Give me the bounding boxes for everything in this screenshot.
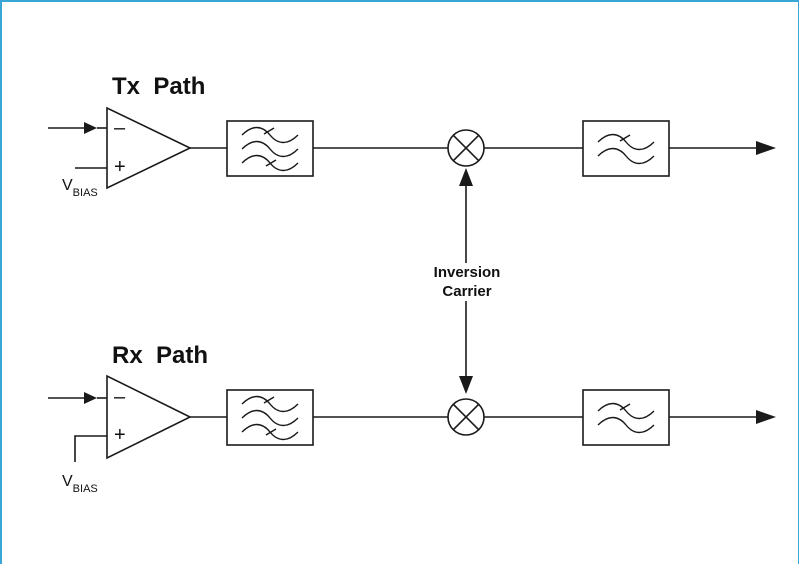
rx-bandpass-icon: [241, 395, 299, 441]
tx-vbias-label: VBIAS: [62, 177, 98, 199]
tx-opamp-plus: +: [114, 156, 126, 178]
tx-path-title: Tx Path: [112, 73, 206, 100]
rx-vbias-label: VBIAS: [62, 473, 98, 495]
tx-opamp-minus: –: [114, 117, 126, 139]
rx-vbias-sub: BIAS: [72, 483, 98, 495]
rx-opamp-minus: –: [114, 386, 126, 408]
tx-lowpass-icon: [597, 133, 655, 165]
tx-path: [48, 106, 776, 190]
rx-input-arrowhead: [84, 392, 97, 404]
carrier-label-line1: Inversion: [433, 264, 501, 281]
tx-vbias-v: V: [62, 177, 73, 194]
carrier-arrowhead-up: [459, 168, 473, 186]
tx-bandpass-icon: [241, 126, 299, 172]
tx-input-arrowhead: [84, 122, 97, 134]
rx-opamp-plus: +: [114, 424, 126, 446]
tx-lowpass-filter: [582, 120, 670, 177]
rx-path: [48, 374, 776, 462]
rx-lowpass-filter: [582, 389, 670, 446]
rx-lowpass-icon: [597, 402, 655, 434]
carrier-label-line2: Carrier: [442, 283, 492, 300]
tx-opamp: [106, 106, 192, 190]
rx-path-title: Rx Path: [112, 342, 209, 369]
rx-bias-line: [74, 435, 107, 462]
rx-opamp: [106, 374, 192, 460]
inversion-carrier-label: Inversion Carrier: [424, 263, 510, 301]
rx-vbias-v: V: [62, 473, 73, 490]
carrier-arrowhead-down: [459, 376, 473, 394]
tx-vbias-sub: BIAS: [72, 187, 98, 199]
